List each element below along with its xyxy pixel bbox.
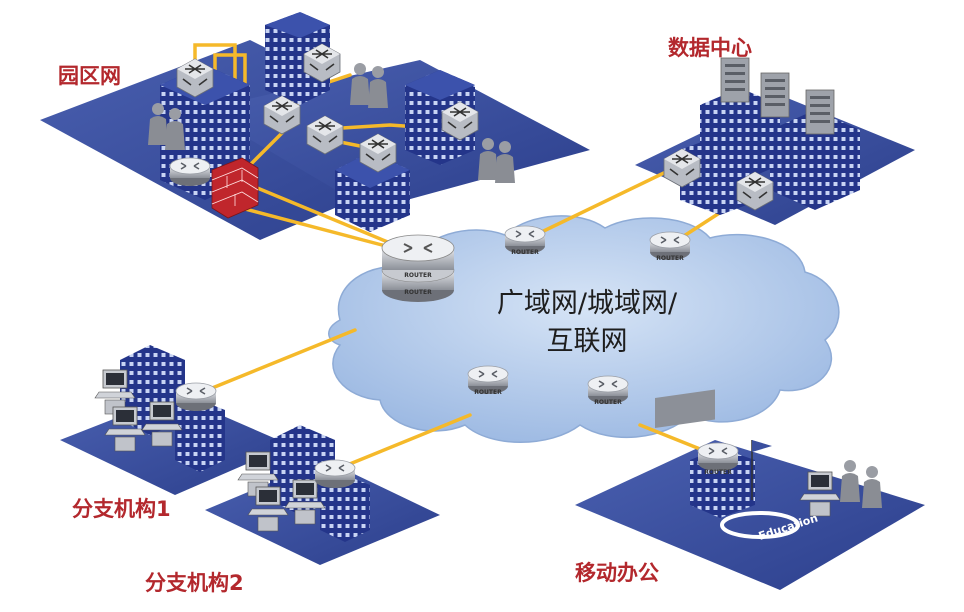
link-branch2 xyxy=(333,413,472,472)
campus-edge-router xyxy=(169,157,211,187)
server-icon-2 xyxy=(760,72,790,118)
cloud-router-label-2: ROUTER xyxy=(656,255,684,262)
branch1-label: 分支机构1 xyxy=(72,497,171,521)
firewall-icon xyxy=(211,157,259,219)
branch2-site xyxy=(237,425,370,542)
flag-icon xyxy=(752,440,772,452)
core-router-label-1: ROUTER xyxy=(404,272,432,279)
link-core-dc-1 xyxy=(523,168,672,242)
person-icon-1 xyxy=(840,460,860,502)
cloud-label: 广域网/城域网/ 互联网 xyxy=(472,285,702,361)
server-icon-1 xyxy=(720,57,750,103)
link-campus-internal-2 xyxy=(213,53,247,112)
branch1-site xyxy=(94,345,225,472)
mobile-label: 移动办公 xyxy=(575,561,659,585)
mobile-router xyxy=(697,442,739,472)
link-branch1 xyxy=(193,328,357,397)
branch1-router xyxy=(175,382,217,412)
cloud-label-line-1: 广域网/城域网/ xyxy=(496,288,678,319)
core-router-stack xyxy=(381,234,455,302)
mobile-router-label: ROUTER xyxy=(704,469,732,476)
link-campus-core-2 xyxy=(248,183,397,247)
server-icon-3 xyxy=(805,89,835,135)
cloud-label-line-2: 互联网 xyxy=(546,326,628,357)
datacenter-label: 数据中心 xyxy=(668,36,752,60)
campus-label: 园区网 xyxy=(58,64,121,88)
branch2-router xyxy=(314,459,356,489)
branch2-label: 分支机构2 xyxy=(145,571,244,595)
core-router-label-2: ROUTER xyxy=(404,289,432,296)
mobile-site xyxy=(655,389,882,539)
device-text-labels: ROUTER ROUTER ROUTER ROUTER ROUTER ROUTE… xyxy=(404,249,732,476)
cloud-router-label-4: ROUTER xyxy=(594,399,622,406)
cloud-router-label-1: ROUTER xyxy=(511,249,539,256)
track-icon xyxy=(720,511,800,539)
cloud-router-label-3: ROUTER xyxy=(474,389,502,396)
person-icon-2 xyxy=(862,466,882,508)
